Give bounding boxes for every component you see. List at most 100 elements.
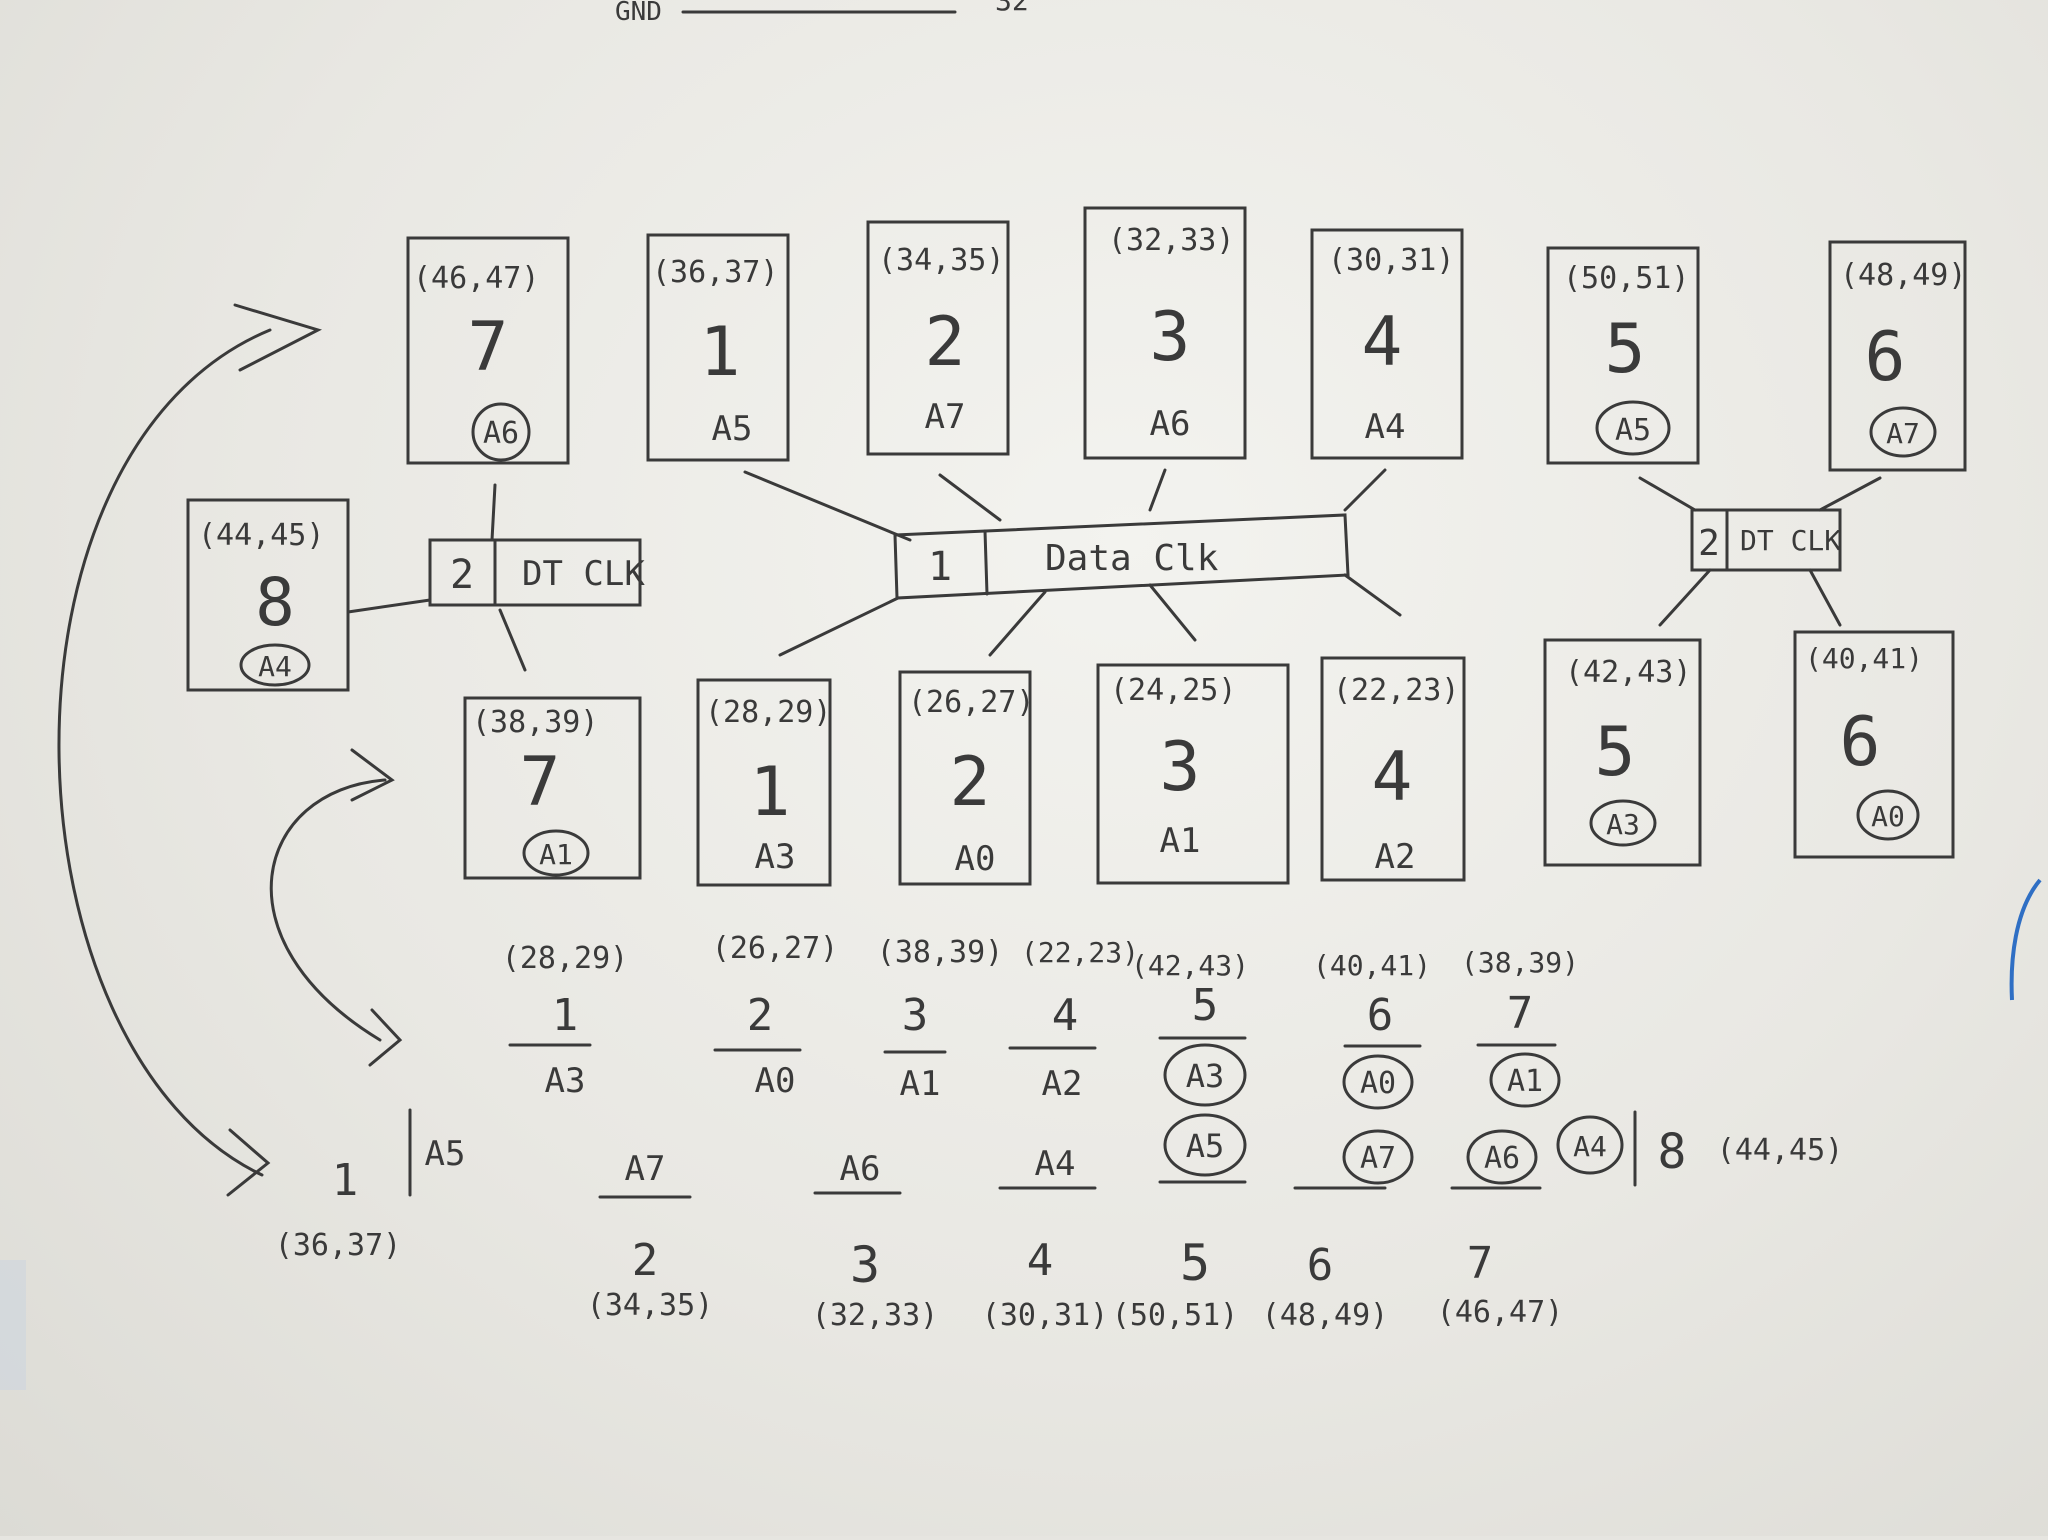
top-box-3: (34,35) 2 A7 [866, 220, 1010, 456]
list-coord: (30,31) [982, 1298, 1108, 1333]
box-tag: A4 [258, 650, 292, 683]
list-number: 5 [1180, 1234, 1210, 1292]
list-coord: (28,29) [502, 941, 628, 976]
list-coord: (44,45) [1717, 1133, 1843, 1168]
list-upper-item-2: (26,27) 2 A0 [712, 931, 838, 1101]
gnd-value: 32 [995, 0, 1029, 17]
list-tag: A3 [545, 1061, 586, 1101]
connector-label: DT CLK [1740, 524, 1841, 557]
board-edge-marks [0, 878, 2042, 1390]
top-box-6: (50,51) 5 A5 [1546, 246, 1700, 465]
list-tag: A4 [1035, 1144, 1076, 1184]
box-number: 8 [255, 564, 295, 641]
list-tag: A5 [425, 1134, 466, 1174]
list-upper: (28,29) 1 A3 (26,27) 2 A0 (38,39) 3 A1 (… [502, 931, 1579, 1110]
list-tag: A7 [625, 1149, 666, 1189]
box-coord: (34,35) [878, 243, 1004, 278]
box-tag: A5 [1615, 413, 1651, 448]
box-number: 7 [468, 308, 509, 387]
top-box-4: (32,33) 3 A6 [1083, 206, 1247, 460]
box-coord: (32,33) [1108, 223, 1234, 258]
tag-circle [471, 402, 531, 462]
list-lower-item-7: A6 7 (46,47) [1437, 1129, 1563, 1330]
connector-left: 2 DT CLK [428, 538, 645, 607]
tag-circle [522, 829, 590, 877]
list-tag: A1 [1507, 1064, 1543, 1099]
top-box-1: (46,47) 7 A6 [406, 236, 570, 465]
list-tag: A6 [840, 1149, 881, 1189]
list-coord: (22,23) [1021, 936, 1139, 969]
list-coord: (50,51) [1112, 1298, 1238, 1333]
box-tag: A6 [483, 416, 519, 451]
list-tag: A0 [755, 1061, 796, 1101]
connector-center: 1 Data Clk [893, 513, 1350, 600]
box-tag: A7 [925, 397, 966, 437]
box-number: 7 [520, 743, 561, 822]
list-number: 6 [1307, 1240, 1334, 1291]
list-tag: A0 [1360, 1066, 1396, 1101]
tag-circle [1163, 1113, 1247, 1177]
list-upper-item-1: (28,29) 1 A3 [502, 941, 628, 1101]
list-coord: (48,49) [1262, 1298, 1388, 1333]
tag-circle [1342, 1054, 1414, 1110]
list-coord: (46,47) [1437, 1295, 1563, 1330]
box-number: 4 [1362, 303, 1403, 382]
list-upper-item-5: (42,43) 5 A3 [1131, 949, 1249, 1107]
list-number: 7 [1507, 988, 1534, 1039]
list-coord: (38,39) [877, 935, 1003, 970]
box-coord: (44,45) [198, 518, 324, 553]
list-upper-item-3: (38,39) 3 A1 [877, 935, 1003, 1104]
list-lower-item-2: A7 2 (34,35) [587, 1149, 713, 1323]
box-tag: A1 [539, 838, 573, 871]
list-number: 4 [1027, 1235, 1054, 1286]
tag-circle [1489, 1052, 1561, 1108]
list-lower-item-1: 1 A5 (36,37) [275, 1108, 466, 1263]
box-tag: A5 [712, 409, 753, 449]
box-number: 3 [1160, 728, 1201, 807]
list-tag: A7 [1360, 1141, 1396, 1176]
box-tag: A6 [1150, 404, 1191, 444]
list-number: 1 [552, 990, 579, 1041]
box-number: 5 [1595, 713, 1636, 792]
list-upper-item-6: (40,41) 6 A0 [1313, 949, 1431, 1110]
box-tag: A3 [755, 837, 796, 877]
box-tag: A1 [1160, 821, 1201, 861]
top-box-5: (30,31) 4 A4 [1310, 228, 1464, 460]
connector-number: 2 [1698, 523, 1720, 564]
box-number: 5 [1605, 310, 1646, 389]
list-number: 3 [902, 990, 929, 1041]
box-number: 1 [750, 753, 791, 832]
connector-label: Data Clk [1045, 538, 1219, 579]
list-tag: A4 [1573, 1130, 1607, 1163]
box-coord: (46,47) [413, 261, 539, 296]
box-number: 1 [700, 313, 741, 392]
arrow-outer [57, 303, 322, 1197]
list-upper-item-7: (38,39) 7 A1 [1461, 946, 1579, 1108]
box-number: 2 [925, 303, 966, 382]
box-coord: (38,39) [472, 705, 598, 740]
bottom-box-6: (42,43) 5 A3 [1543, 638, 1702, 867]
bottom-box-4: (24,25) 3 A1 [1096, 663, 1290, 885]
bottom-box-3: (26,27) 2 A0 [898, 670, 1034, 886]
list-number: 5 [1192, 980, 1219, 1031]
box-tag: A3 [1606, 808, 1640, 841]
tag-circle [1595, 400, 1671, 456]
list-number: 8 [1658, 1124, 1687, 1180]
list-number: 4 [1052, 990, 1079, 1041]
box-tag: A0 [955, 839, 996, 879]
list-tag: A3 [1186, 1057, 1225, 1095]
tag-circle [1589, 799, 1657, 847]
list-lower: 1 A5 (36,37) A7 2 (34,35) A6 3 (32,33) A… [275, 1108, 1843, 1333]
box-number: 6 [1865, 318, 1906, 397]
top-box-7: (48,49) 6 A7 [1828, 240, 1967, 472]
side-box: (44,45) 8 A4 [186, 498, 350, 692]
tag-circle [1342, 1129, 1414, 1185]
box-coord: (50,51) [1563, 261, 1689, 296]
list-number: 6 [1367, 990, 1394, 1041]
list-lower-item-8: A4 8 (44,45) [1556, 1110, 1843, 1187]
connector-label: DT CLK [522, 554, 645, 594]
bottom-box-7: (40,41) 6 A0 [1793, 630, 1955, 859]
box-number: 3 [1150, 298, 1191, 377]
list-number: 3 [850, 1236, 880, 1294]
